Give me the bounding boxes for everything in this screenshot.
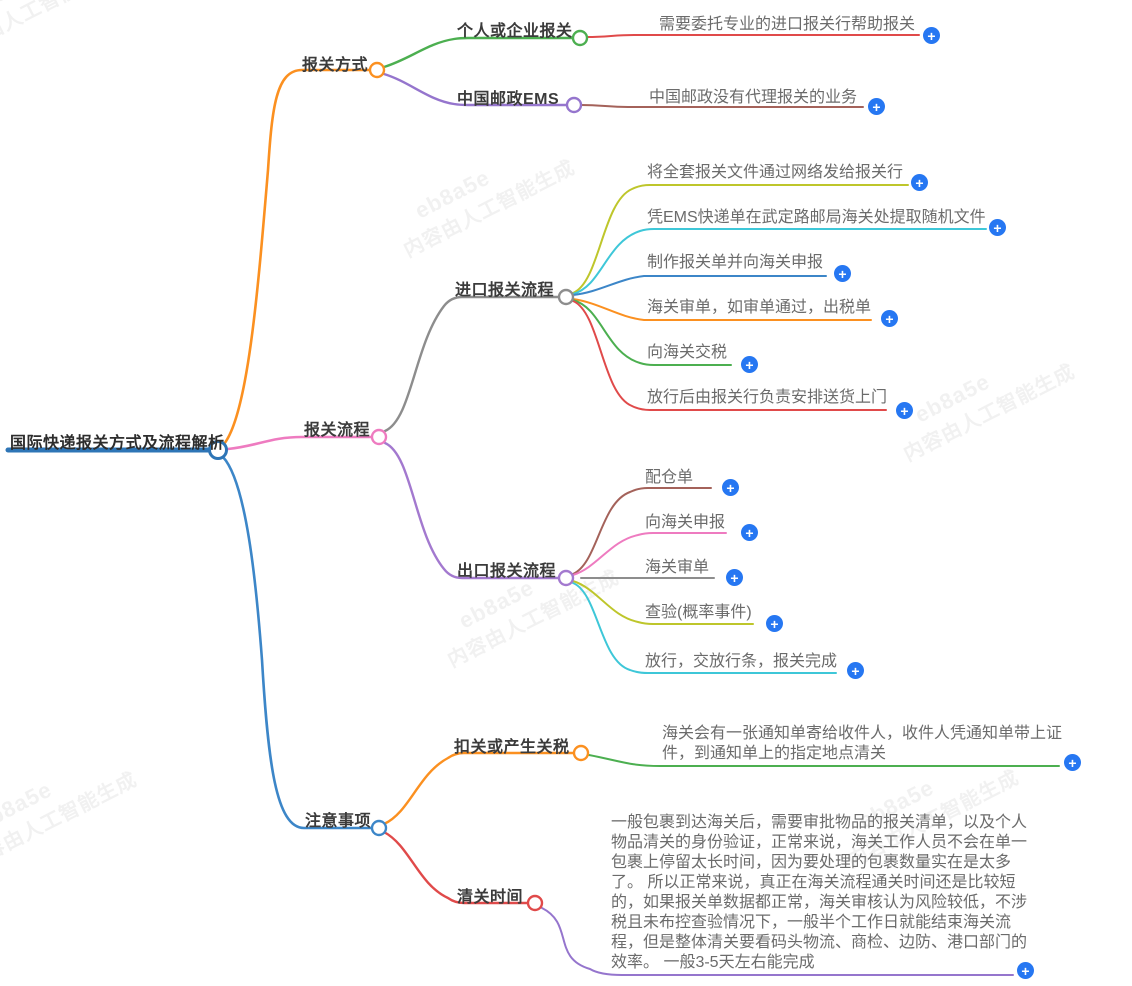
edge-branch1-child1 [382,36,575,69]
edge-leaf-2-2-5 [572,582,837,674]
plus-icon: + [1068,754,1077,771]
edge-root-branch-1 [222,68,371,446]
root-connector[interactable] [208,440,228,460]
add-node-button[interactable]: + [911,174,928,191]
leaf-2-1-5-text[interactable]: 向海关交税 [647,344,728,361]
child-2-1-label[interactable]: 进口报关流程 [455,282,555,299]
add-node-button[interactable]: + [766,615,783,632]
leaf-2-1-6-text[interactable]: 放行后由报关行负责安排送货上门 [647,389,888,406]
edge-leaf-2-1-2 [572,228,987,295]
branch-2-label[interactable]: 报关流程 [304,422,371,439]
connector-branch-2[interactable] [370,428,388,446]
add-node-button[interactable]: + [868,98,885,115]
edge-leaf-2-1-6 [572,300,887,411]
plus-icon: + [900,402,909,419]
add-node-button[interactable]: + [1064,754,1081,771]
add-node-button[interactable]: + [741,356,758,373]
add-node-button[interactable]: + [834,265,851,282]
connector-child-1-1[interactable] [571,29,589,47]
plus-icon: + [838,265,847,282]
connector-child-2-1[interactable] [557,288,575,306]
edge-branch3-child2 [382,830,530,905]
plus-icon: + [745,356,754,373]
child-1-2-label[interactable]: 中国邮政EMS [457,91,560,108]
plus-icon: + [885,310,894,327]
connector-child-3-2[interactable] [526,894,544,912]
add-node-button[interactable]: + [722,479,739,496]
child-3-2-label[interactable]: 清关时间 [457,889,524,906]
leaf-3-2-1-text[interactable]: 一般包裹到达海关后，需要审批物品的报关清单，以及个人物品清关的身份验证，正常来说… [611,814,1028,971]
add-node-button[interactable]: + [741,524,758,541]
plus-icon: + [993,219,1002,236]
connector-branch-3[interactable] [370,819,388,837]
leaf-2-2-1-text[interactable]: 配仓单 [645,469,694,486]
edge-branch3-child1 [382,751,576,826]
plus-icon: + [927,27,936,44]
edge-leaf-3-1-1 [588,754,1060,767]
connector-child-1-2[interactable] [565,96,583,114]
edge-leaf-2-2-2 [572,532,727,576]
child-2-2-label[interactable]: 出口报关流程 [457,563,557,580]
add-node-button[interactable]: + [881,310,898,327]
edge-branch2-child1 [383,295,561,433]
add-node-button[interactable]: + [847,662,864,679]
edge-branch1-child2 [382,72,569,107]
edge-root-branch-2 [226,435,374,451]
plus-icon: + [745,524,754,541]
connector-child-2-2[interactable] [557,569,575,587]
leaf-2-1-4-text[interactable]: 海关审单，如审单通过，出税单 [647,299,872,316]
plus-icon: + [1021,962,1030,979]
leaf-2-2-4-text[interactable]: 查验(概率事件) [645,604,752,621]
child-3-1-label[interactable]: 扣关或产生关税 [454,739,570,756]
connector-child-3-1[interactable] [572,744,590,762]
edge-root-branch-3 [221,455,374,830]
plus-icon: + [730,569,739,586]
leaf-2-2-3-text[interactable]: 海关审单 [645,559,710,576]
add-node-button[interactable]: + [896,402,913,419]
leaf-3-1-1-text[interactable]: 海关会有一张通知单寄给收件人，收件人凭通知单带上证件，到通知单上的指定地点清关 [662,725,1063,762]
edge-branch2-child2 [383,441,561,580]
branch-1-label[interactable]: 报关方式 [302,57,369,74]
plus-icon: + [915,174,924,191]
add-node-button[interactable]: + [726,569,743,586]
leaf-2-1-2-text[interactable]: 凭EMS快递单在武定路邮局海关处提取随机文件 [647,209,986,226]
child-1-1-label[interactable]: 个人或企业报关 [457,23,573,40]
edge-leaf-2-2-1 [572,487,712,575]
edge-leaf-1-2-1 [580,104,864,108]
plus-icon: + [872,98,881,115]
leaf-2-2-2-text[interactable]: 向海关申报 [645,514,726,531]
plus-icon: + [851,662,860,679]
add-node-button[interactable]: + [989,219,1006,236]
plus-icon: + [770,615,779,632]
leaf-2-1-1-text[interactable]: 将全套报关文件通过网络发给报关行 [647,164,904,181]
edge-leaf-2-2-4 [572,580,754,625]
leaf-1-2-1-text[interactable]: 中国邮政没有代理报关的业务 [649,89,858,106]
leaf-2-2-5-text[interactable]: 放行，交放行条，报关完成 [645,653,838,670]
plus-icon: + [726,479,735,496]
edge-leaf-1-1-1 [586,34,920,38]
add-node-button[interactable]: + [1017,962,1034,979]
branch-3-label[interactable]: 注意事项 [305,813,372,830]
leaf-1-1-1-text[interactable]: 需要委托专业的进口报关行帮助报关 [659,16,916,33]
edge-leaf-2-1-1 [572,184,909,294]
edge-leaf-2-1-4 [572,298,872,321]
add-node-button[interactable]: + [923,27,940,44]
connector-branch-1[interactable] [368,61,386,79]
leaf-2-1-3-text[interactable]: 制作报关单并向海关申报 [647,254,824,271]
edge-leaf-2-1-3 [572,275,827,296]
edge-leaf-3-2-1 [541,907,1014,976]
edge-leaf-2-1-5 [572,299,732,366]
root-node-label[interactable]: 国际快递报关方式及流程解析 [10,435,225,452]
